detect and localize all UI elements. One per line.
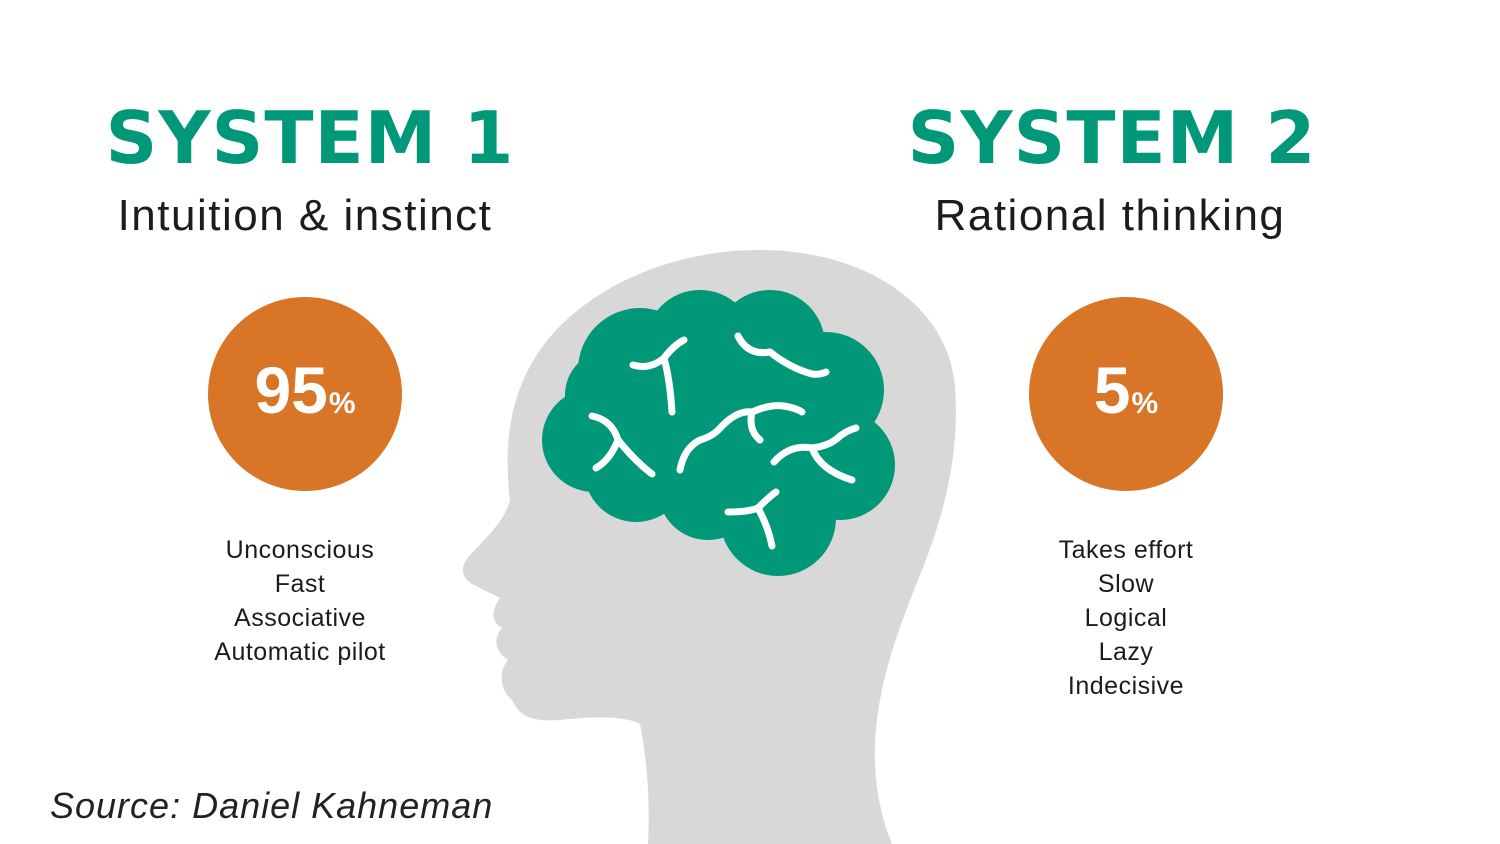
system1-percentage-badge: 95 %	[208, 297, 402, 491]
system2-percentage-value: 5	[1093, 353, 1131, 427]
system2-percentage-badge: 5 %	[1029, 297, 1223, 491]
system2-percentage-unit: %	[1131, 387, 1159, 420]
system1-trait: Unconscious	[225, 536, 375, 564]
system1-trait: Associative	[234, 604, 366, 632]
system1-percentage-unit: %	[328, 387, 356, 420]
system2-title: SYSTEM 2	[907, 96, 1317, 180]
system2-subtitle: Rational thinking	[934, 191, 1286, 240]
system2-trait: Lazy	[1098, 638, 1154, 666]
brain-icon	[542, 290, 895, 576]
system1-subtitle: Intuition & instinct	[117, 191, 493, 240]
system1-trait: Automatic pilot	[214, 638, 386, 666]
system2-trait: Logical	[1084, 604, 1168, 632]
system1-trait: Fast	[274, 570, 326, 598]
system1-percentage-value: 95	[254, 353, 328, 427]
system2-percentage: 5 %	[1094, 357, 1158, 423]
system2-trait: Takes effort	[1058, 536, 1194, 564]
system1-percentage: 95 %	[254, 357, 355, 423]
system2-traits: Takes effort Slow Logical Lazy Indecisiv…	[966, 533, 1286, 703]
system1-traits: Unconscious Fast Associative Automatic p…	[140, 533, 460, 669]
system1-title: SYSTEM 1	[105, 96, 515, 180]
system2-trait: Indecisive	[1067, 672, 1185, 700]
system2-trait: Slow	[1097, 570, 1155, 598]
source-credit: Source: Daniel Kahneman	[50, 785, 494, 826]
